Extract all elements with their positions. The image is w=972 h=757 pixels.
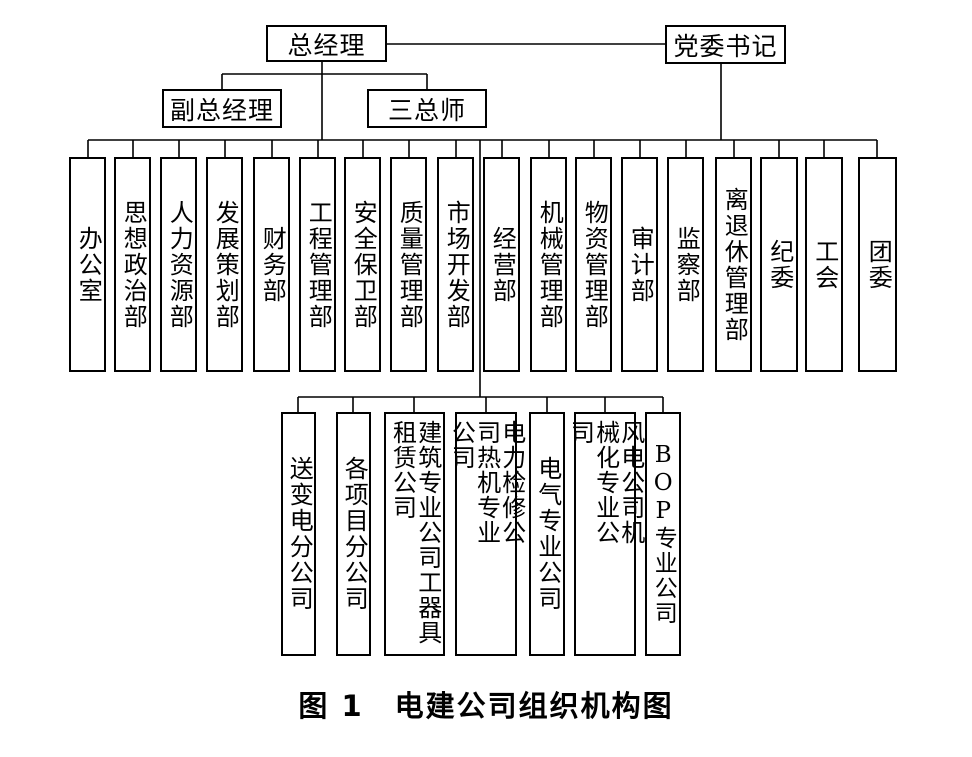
department-box: 工程管理部 <box>299 157 336 372</box>
department-label: 团委 <box>864 238 893 291</box>
subsidiary-label: 风电公司机械化专业公司 <box>566 420 645 545</box>
department-box: 发展策划部 <box>206 157 243 372</box>
department-label: 机械管理部 <box>535 199 564 330</box>
department-box: 市场开发部 <box>437 157 474 372</box>
department-label: 纪委 <box>765 238 794 291</box>
subsidiary-label: BOP专业公司 <box>650 442 677 626</box>
department-label: 监察部 <box>672 225 701 304</box>
three-chiefs-box: 三总师 <box>367 89 487 128</box>
subsidiary-label: 电力检修公司热机专业公司 <box>447 420 526 545</box>
department-box: 离退休管理部 <box>715 157 752 372</box>
subsidiary-label: 建筑专业公司工器具租赁公司 <box>388 420 442 645</box>
department-label: 人力资源部 <box>165 199 194 330</box>
department-label: 工程管理部 <box>304 199 333 330</box>
department-box: 安全保卫部 <box>344 157 381 372</box>
department-label: 发展策划部 <box>211 199 240 330</box>
subsidiary-box: 电气专业公司 <box>529 412 565 656</box>
department-label: 物资管理部 <box>580 199 609 330</box>
department-box: 质量管理部 <box>390 157 427 372</box>
department-box: 机械管理部 <box>530 157 567 372</box>
subsidiary-box: 送变电分公司 <box>281 412 316 656</box>
deputy-general-manager-box: 副总经理 <box>162 89 282 128</box>
department-box: 办公室 <box>69 157 106 372</box>
department-label: 质量管理部 <box>395 199 424 330</box>
subsidiary-label: 送变电分公司 <box>285 456 314 612</box>
subsidiary-box: 各项目分公司 <box>336 412 371 656</box>
department-label: 思想政治部 <box>119 199 148 330</box>
department-label: 市场开发部 <box>442 199 471 330</box>
department-label: 工会 <box>810 238 839 291</box>
subsidiary-box: 电力检修公司热机专业公司 <box>447 412 526 656</box>
department-box: 思想政治部 <box>114 157 151 372</box>
subsidiary-box: 建筑专业公司工器具租赁公司 <box>384 412 445 656</box>
general-manager-box: 总经理 <box>266 25 387 62</box>
department-box: 纪委 <box>760 157 798 372</box>
figure-caption: 图 1 电建公司组织机构图 <box>298 689 674 723</box>
department-box: 人力资源部 <box>160 157 197 372</box>
department-label: 财务部 <box>258 225 287 304</box>
department-box: 监察部 <box>667 157 704 372</box>
subsidiary-label: 电气专业公司 <box>533 456 562 612</box>
department-box: 经营部 <box>483 157 520 372</box>
department-label: 离退休管理部 <box>720 186 749 343</box>
subsidiary-label: 各项目分公司 <box>340 456 369 612</box>
department-box: 团委 <box>858 157 897 372</box>
department-box: 财务部 <box>253 157 290 372</box>
department-box: 审计部 <box>621 157 658 372</box>
subsidiary-box: 风电公司机械化专业公司 <box>566 412 645 656</box>
department-box: 物资管理部 <box>575 157 612 372</box>
subsidiary-box: BOP专业公司 <box>645 412 681 656</box>
department-label: 审计部 <box>626 225 655 304</box>
department-box: 工会 <box>805 157 843 372</box>
department-label: 经营部 <box>488 225 517 304</box>
department-label: 安全保卫部 <box>349 199 378 330</box>
department-label: 办公室 <box>74 225 103 304</box>
party-secretary-box: 党委书记 <box>665 25 786 64</box>
